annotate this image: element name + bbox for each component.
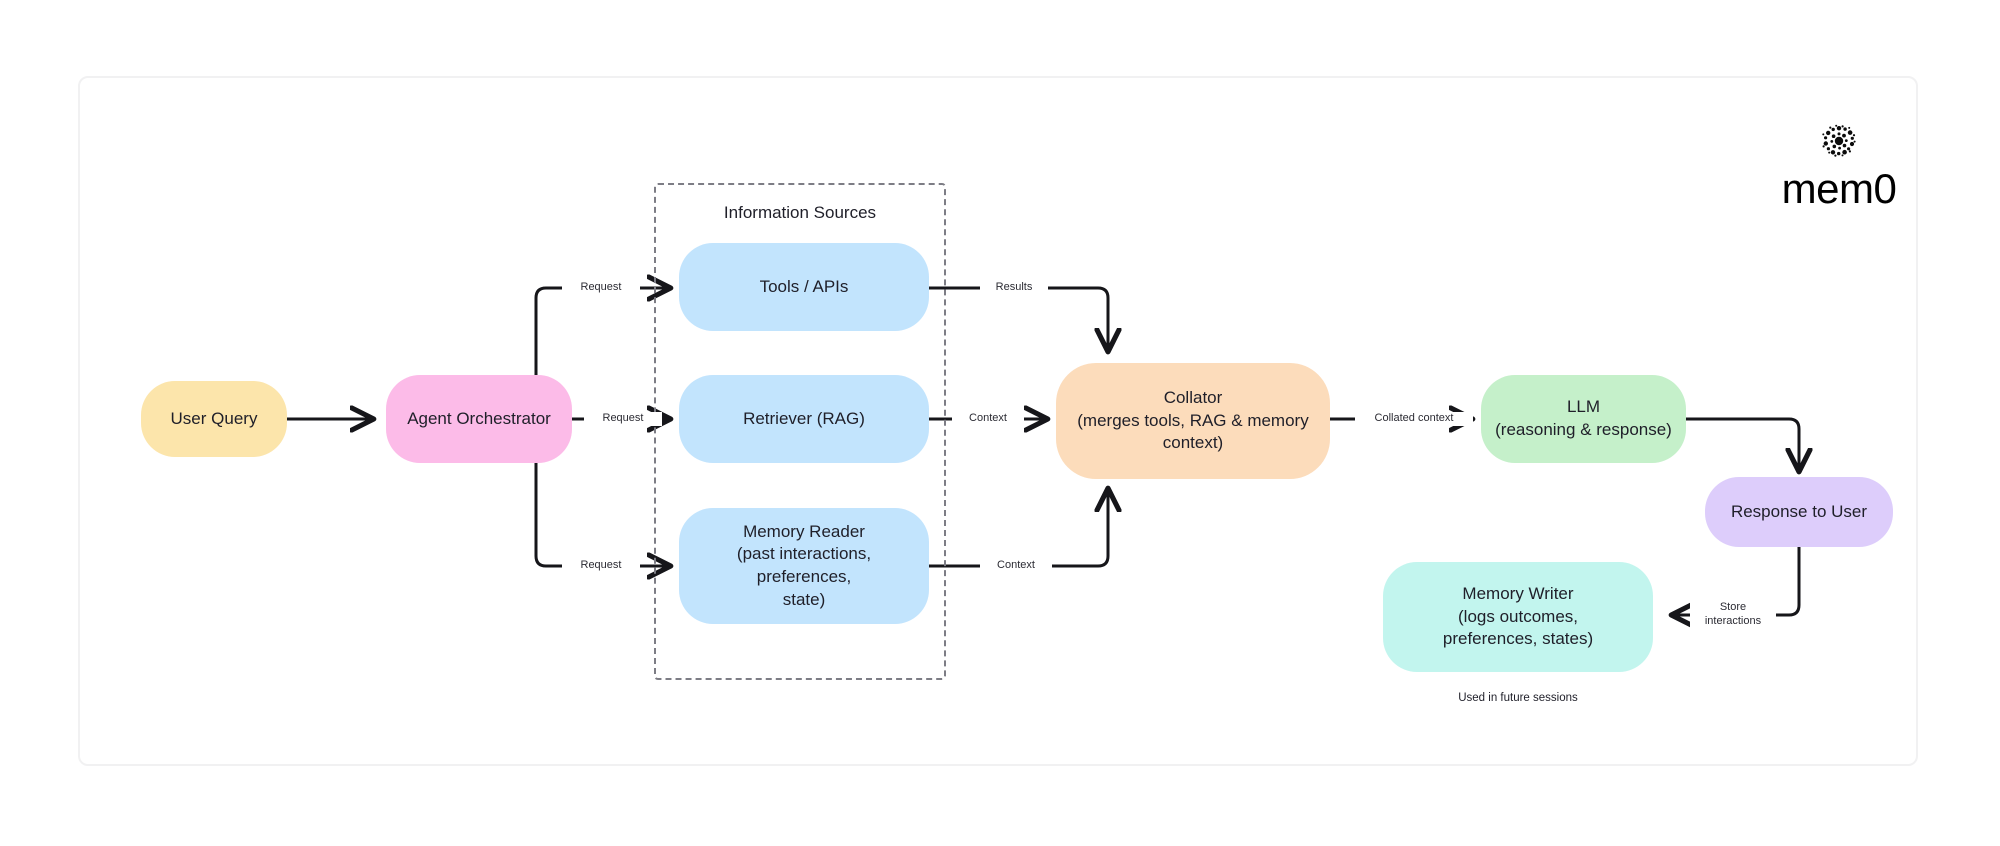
mem0-logo: mem0 bbox=[1781, 118, 1897, 212]
edge-label-response-to-memory-writer: Store interactions bbox=[1690, 601, 1776, 629]
node-memory-writer-line-1: Memory Writer bbox=[1462, 584, 1574, 604]
node-memory-reader-line-3: state) bbox=[782, 589, 826, 609]
information-sources-group bbox=[654, 183, 946, 680]
node-user-query[interactable]: User Query bbox=[141, 381, 287, 457]
node-llm[interactable]: LLM (reasoning & response) bbox=[1481, 375, 1686, 463]
node-tools-apis-line-1: Tools / APIs bbox=[759, 276, 849, 296]
node-agent-orchestrator[interactable]: Agent Orchestrator bbox=[386, 375, 572, 463]
node-agent-orchestrator-line-1: Agent Orchestrator bbox=[407, 408, 551, 428]
node-collator-line-2: (merges tools, RAG & memory bbox=[1077, 410, 1309, 430]
node-response-to-user-line-1: Response to User bbox=[1730, 501, 1868, 521]
mem0-dotted-mark-icon bbox=[1822, 124, 1856, 157]
node-collator-line-1: Collator bbox=[1163, 388, 1223, 408]
node-memory-reader[interactable]: Memory Reader (past interactions, prefer… bbox=[679, 508, 929, 624]
edge-label-memory-to-collator: Context bbox=[980, 559, 1052, 573]
node-memory-reader-line-1: Memory Reader bbox=[743, 521, 865, 541]
future-sessions-note: Used in future sessions bbox=[1458, 692, 1578, 704]
node-memory-writer-line-3: preferences, states) bbox=[1442, 629, 1594, 649]
edge-label-orchestrator-to-rag: Request bbox=[584, 412, 662, 426]
edge-label-rag-to-collator: Context bbox=[952, 412, 1024, 426]
node-llm-line-2: (reasoning & response) bbox=[1495, 420, 1672, 439]
node-memory-writer[interactable]: Memory Writer (logs outcomes, preference… bbox=[1383, 562, 1653, 672]
information-sources-title: Information Sources bbox=[723, 203, 877, 222]
node-collator-line-3: context) bbox=[1162, 433, 1224, 453]
node-tools-apis[interactable]: Tools / APIs bbox=[679, 243, 929, 331]
node-llm-line-1: LLM bbox=[1566, 397, 1601, 417]
node-collator[interactable]: Collator (merges tools, RAG & memory con… bbox=[1056, 363, 1330, 479]
edge-label-orchestrator-to-memory: Request bbox=[562, 559, 640, 573]
edge-label-collator-to-llm: Collated context bbox=[1355, 412, 1473, 426]
edge-label-orchestrator-to-tools: Request bbox=[562, 281, 640, 295]
node-user-query-line-1: User Query bbox=[170, 408, 258, 428]
node-retriever-rag-line-1: Retriever (RAG) bbox=[743, 408, 865, 428]
node-retriever-rag[interactable]: Retriever (RAG) bbox=[679, 375, 929, 463]
node-memory-writer-line-2: (logs outcomes, bbox=[1458, 606, 1578, 626]
mem0-wordmark: mem0 bbox=[1781, 165, 1897, 212]
node-response-to-user[interactable]: Response to User bbox=[1705, 477, 1893, 547]
edge-label-tools-to-collator: Results bbox=[980, 281, 1048, 295]
node-memory-reader-line-2: (past interactions, preferences, bbox=[736, 544, 872, 586]
